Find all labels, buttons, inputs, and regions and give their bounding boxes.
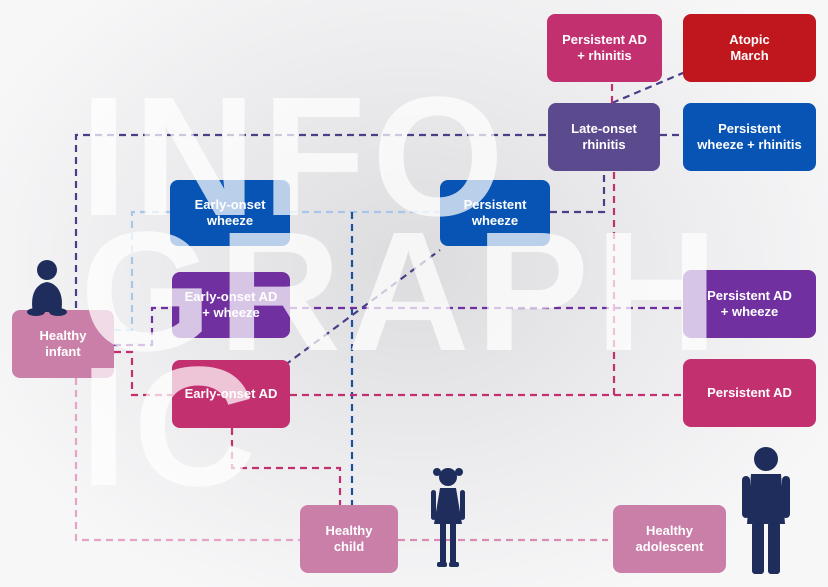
link-late-rhinitis-atopic xyxy=(611,68,691,105)
infant-icon xyxy=(27,260,67,316)
node-healthy-child: Healthy child xyxy=(300,505,398,573)
node-early-onset-ad: Early-onset AD xyxy=(172,360,290,428)
link-early-ad-child xyxy=(230,428,342,505)
link-infant-late-rhinitis xyxy=(74,133,548,308)
link-persistent-wheeze-rhinitis xyxy=(550,170,606,214)
node-persistent-ad-rhinitis: Persistent AD + rhinitis xyxy=(547,14,662,82)
child-girl-icon xyxy=(431,468,465,567)
node-healthy-infant: Healthy infant xyxy=(12,310,114,378)
node-persistent-ad-wheeze: Persistent AD + wheeze xyxy=(683,270,816,338)
link-infant-early-ad xyxy=(114,350,172,397)
link-infant-early-wheeze xyxy=(114,210,170,332)
node-late-onset-rhinitis: Late-onset rhinitis xyxy=(548,103,660,171)
node-early-onset-ad-wheeze: Early-onset AD + wheeze xyxy=(172,272,290,338)
node-atopic-march: Atopic March xyxy=(683,14,816,82)
node-persistent-wheeze: Persistent wheeze xyxy=(440,180,550,246)
node-early-onset-wheeze: Early-onset wheeze xyxy=(170,180,290,246)
node-persistent-wheeze-rhinitis: Persistent wheeze + rhinitis xyxy=(683,103,816,171)
link-early-ad-persistent-wheeze xyxy=(284,249,441,366)
adolescent-boy-icon xyxy=(742,447,790,574)
link-infant-child xyxy=(74,378,300,542)
link-infant-ad-wheeze xyxy=(114,306,172,347)
node-persistent-ad: Persistent AD xyxy=(683,359,816,427)
node-healthy-adolescent: Healthy adolescent xyxy=(613,505,726,573)
